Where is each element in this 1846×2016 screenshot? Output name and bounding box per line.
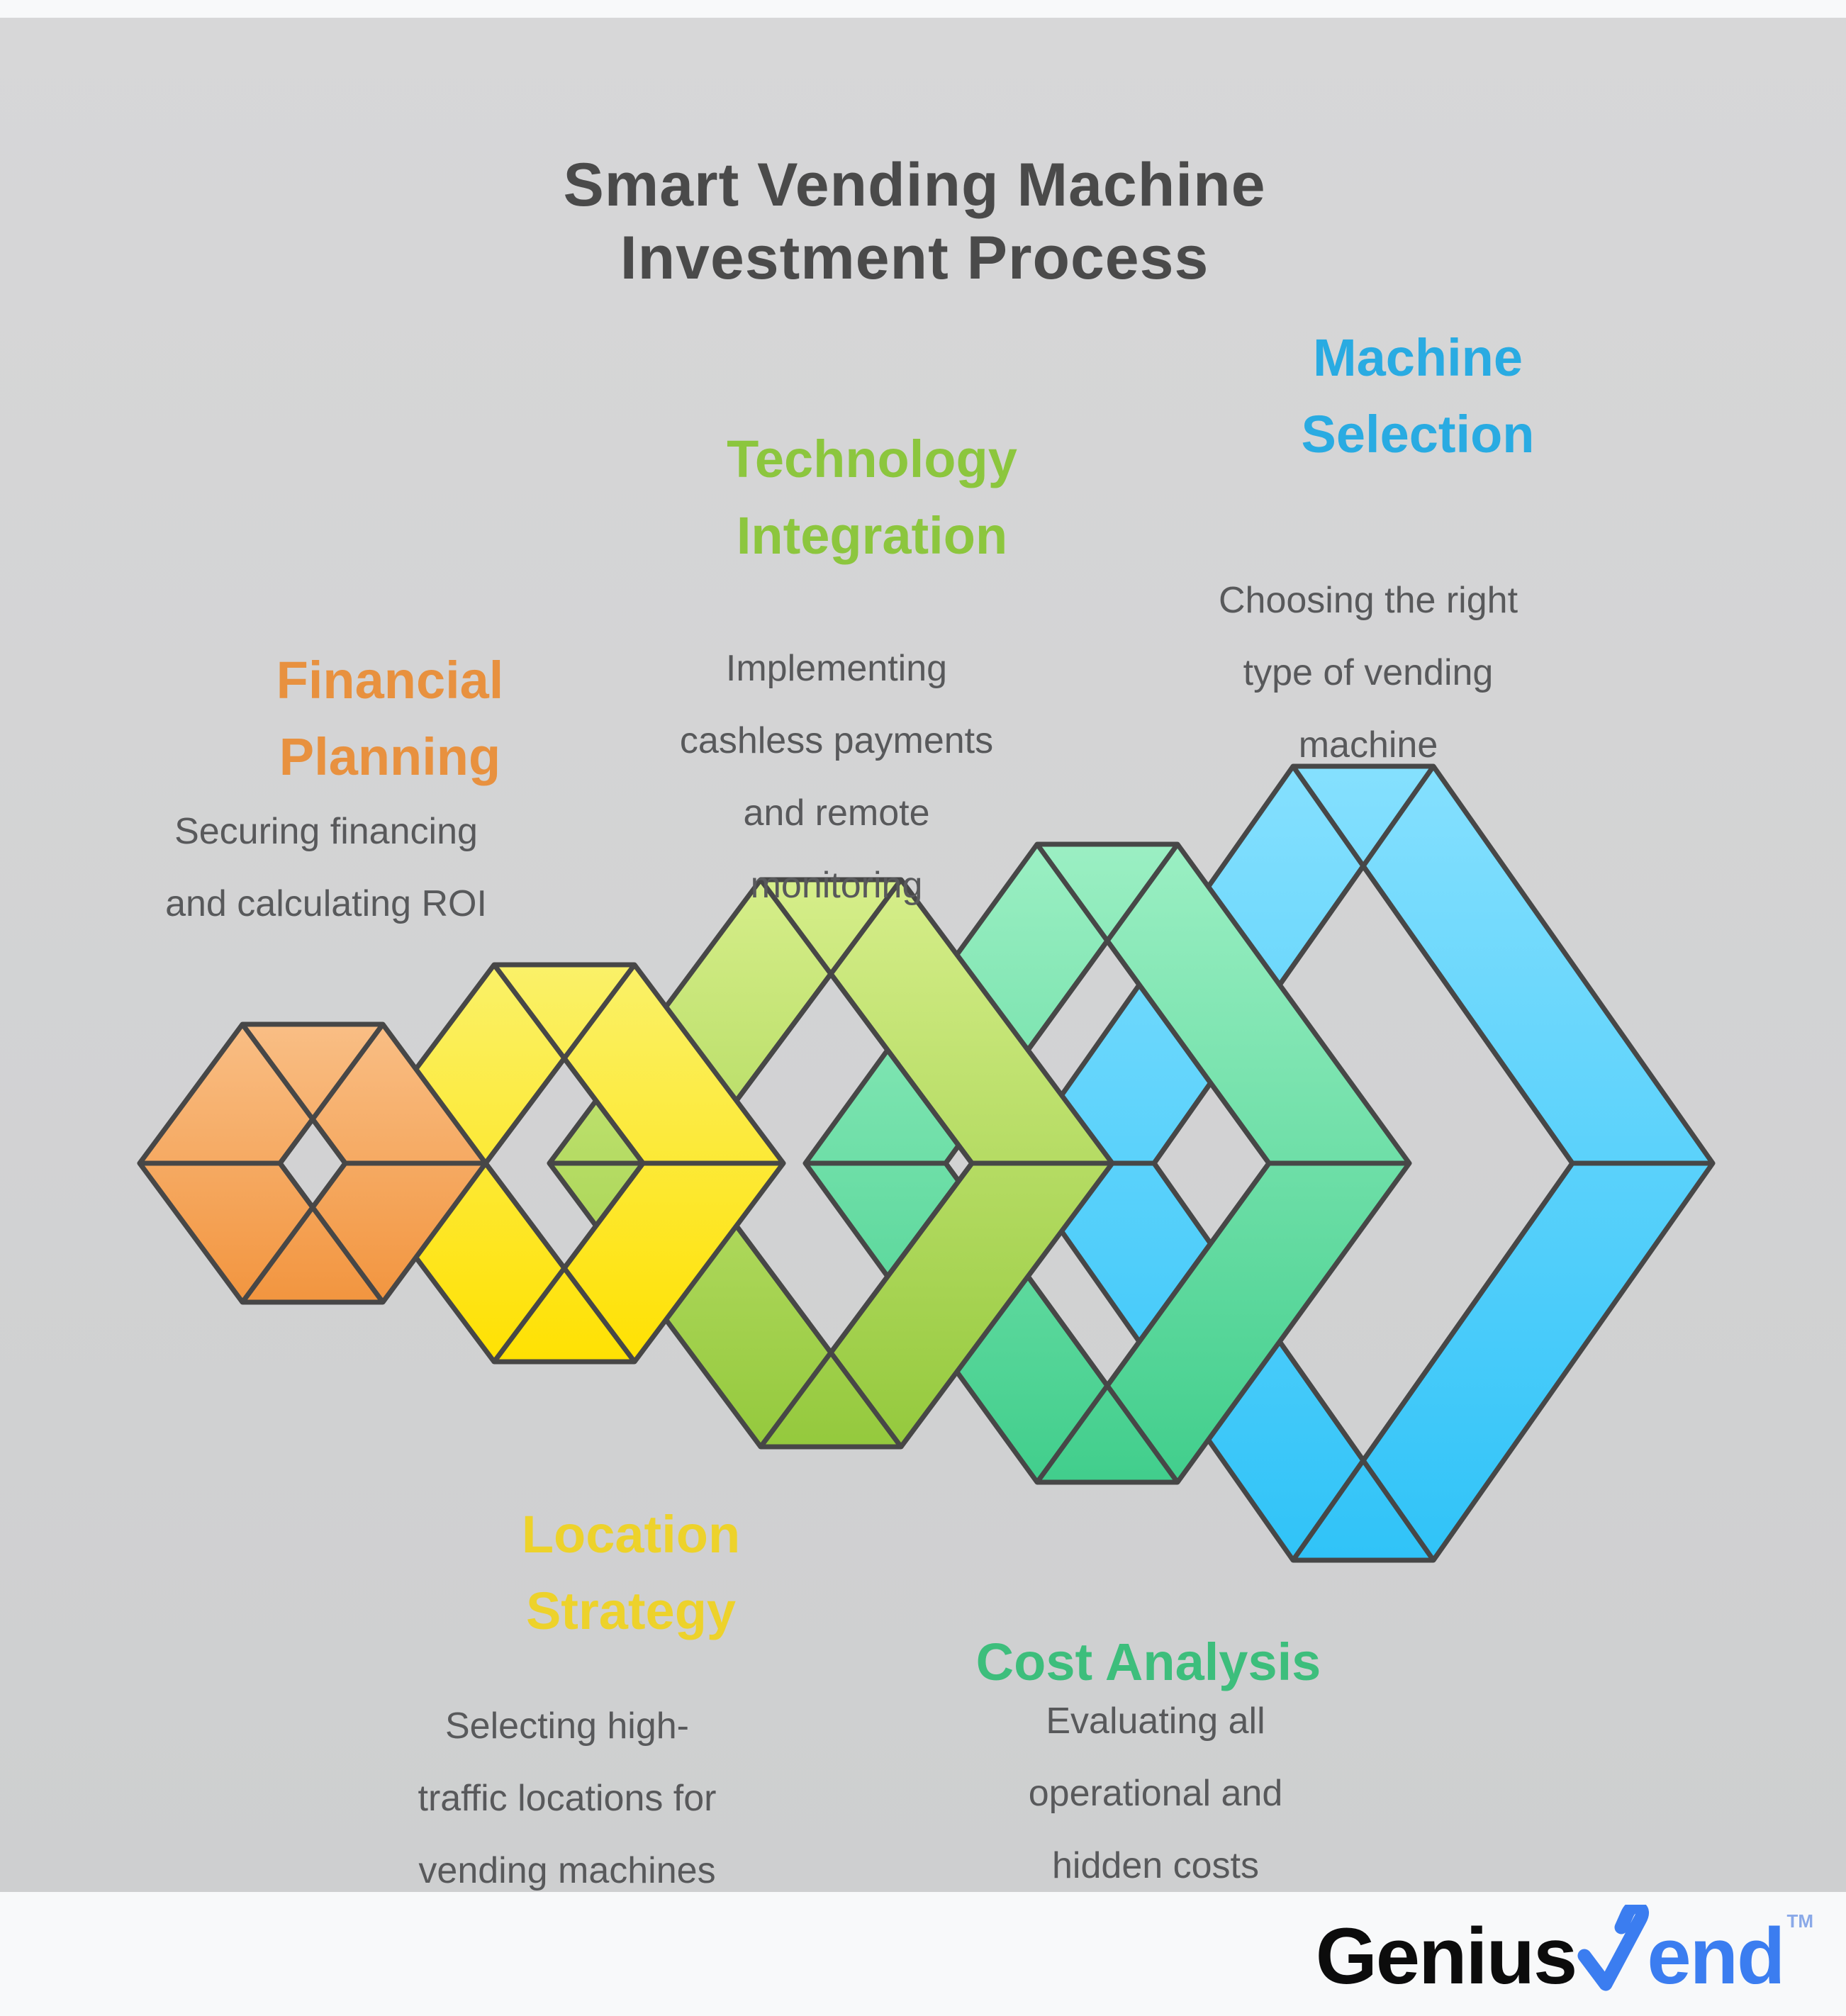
stage-heading-technology-integration: Technology Integration [727,430,1017,565]
stage-heading-location-strategy: Location Strategy [521,1505,741,1640]
logo-checkmark-icon [1577,1905,1650,1991]
stage-heading-cost-analysis: Cost Analysis [975,1633,1321,1691]
stage-heading-financial-planning: Financial Planning [276,651,504,786]
stage-heading-machine-selection: Machine Selection [1301,328,1535,464]
logo: Genius end TM [1315,1905,1813,2005]
logo-vend-text: end [1647,1911,1785,2000]
stage-description-location-strategy: Selecting high- traffic locations for ve… [418,1706,717,1891]
stage-description-technology-integration: Implementing cashless payments and remot… [679,648,994,906]
stage-description-cost-analysis: Evaluating all operational and hidden co… [1028,1701,1283,1886]
top-strip [0,0,1846,18]
logo-genius-text: Genius [1315,1911,1578,2000]
stage-description-machine-selection: Choosing the right type of vending machi… [1218,580,1518,766]
page-title: Smart Vending Machine Investment Process [563,151,1266,293]
bottom-strip [0,1892,1846,2016]
stage-shape-financial-planning [137,1021,488,1305]
stage-description-financial-planning: Securing financing and calculating ROI [165,811,487,924]
stage-shape-technology-integration [547,877,1115,1450]
logo-trademark: TM [1786,1910,1813,1932]
